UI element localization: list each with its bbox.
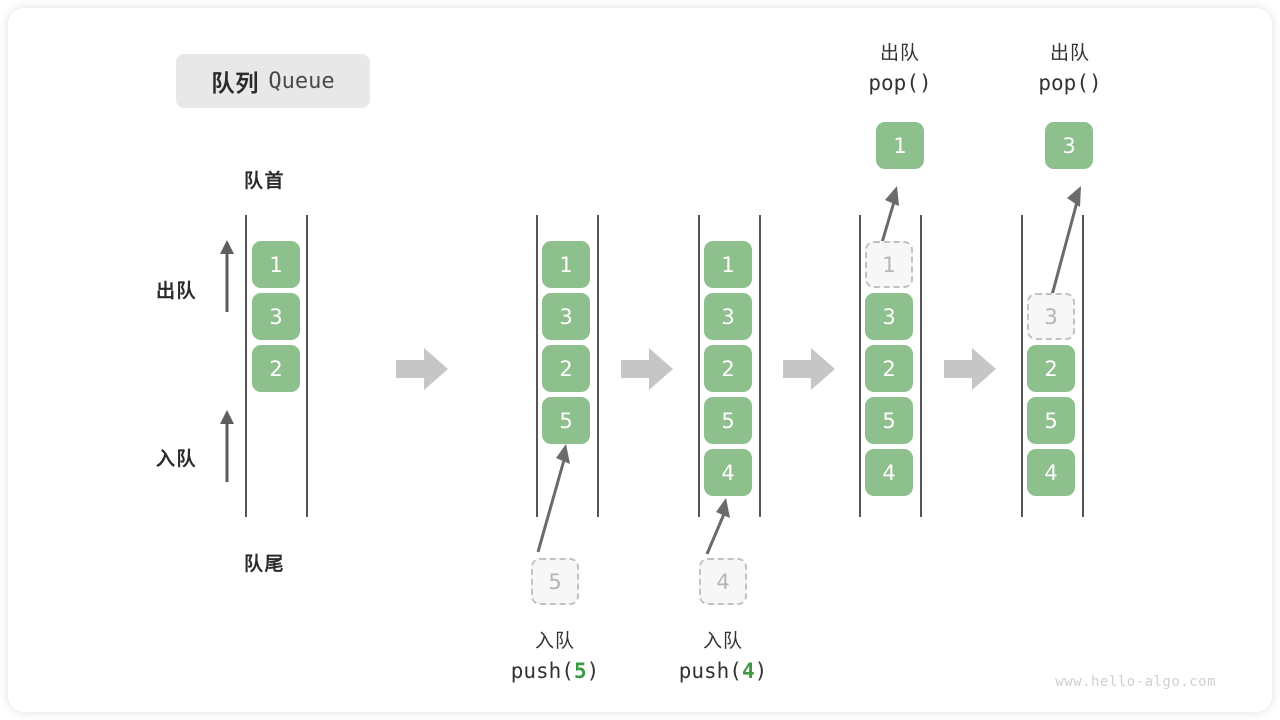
pop-3-caption: 出队 pop() xyxy=(990,40,1150,98)
title-badge: 队列 Queue xyxy=(176,54,370,108)
pop-3-caption-cn: 出队 xyxy=(1049,42,1090,64)
pop-1-caption: 出队 pop() xyxy=(820,40,980,98)
queue-rail-left xyxy=(1021,215,1023,517)
push-arrow-icon xyxy=(536,444,570,553)
queue-cell: 2 xyxy=(704,345,752,392)
title-en: Queue xyxy=(268,68,335,94)
queue-cell: 5 xyxy=(704,397,752,444)
queue-cell-ghost: 1 xyxy=(865,241,913,288)
queue-cell: 3 xyxy=(542,293,590,340)
queue-rail-right xyxy=(306,215,308,517)
tail-label: 队尾 xyxy=(244,553,286,575)
queue-cell: 1 xyxy=(542,241,590,288)
watermark: www.hello-algo.com xyxy=(1055,674,1216,690)
dequeue-direction-arrow-icon xyxy=(220,240,234,312)
incoming-cell: 4 xyxy=(699,558,747,605)
queue-cell: 2 xyxy=(252,345,300,392)
push-5-caption: 入队 push(5) xyxy=(465,628,645,686)
queue-rail-right xyxy=(597,215,599,517)
title-cn: 队列 xyxy=(211,71,260,97)
dequeue-label: 出队 xyxy=(156,280,198,302)
step-arrow-icon xyxy=(396,348,448,390)
push-5-caption-code: push(5) xyxy=(510,658,600,683)
queue-rail-right xyxy=(759,215,761,517)
queue-cell: 1 xyxy=(704,241,752,288)
push-4-caption: 入队 push(4) xyxy=(633,628,813,686)
queue-cell: 2 xyxy=(542,345,590,392)
popped-cell: 3 xyxy=(1045,122,1093,169)
queue-cell: 2 xyxy=(865,345,913,392)
pop-arrow-icon xyxy=(1046,186,1081,311)
queue-rail-left xyxy=(859,215,861,517)
push-4-caption-code: push(4) xyxy=(678,658,768,683)
head-label: 队首 xyxy=(244,170,286,192)
enqueue-direction-arrow-icon xyxy=(220,410,234,482)
queue-cell: 3 xyxy=(252,293,300,340)
queue-cell: 5 xyxy=(865,397,913,444)
enqueue-label: 入队 xyxy=(156,448,198,470)
push-4-caption-cn: 入队 xyxy=(702,630,743,652)
push-5-caption-cn: 入队 xyxy=(534,630,575,652)
queue-cell: 5 xyxy=(1027,397,1075,444)
step-arrow-icon xyxy=(621,348,673,390)
pop-1-caption-code: pop() xyxy=(868,70,932,95)
queue-rail-left xyxy=(245,215,247,517)
queue-rail-left xyxy=(698,215,700,517)
queue-cell: 4 xyxy=(865,449,913,496)
step-arrow-icon xyxy=(944,348,996,390)
pop-3-caption-code: pop() xyxy=(1038,70,1102,95)
queue-cell: 5 xyxy=(542,397,590,444)
queue-cell: 2 xyxy=(1027,345,1075,392)
queue-rail-right xyxy=(920,215,922,517)
queue-rail-right xyxy=(1082,215,1084,517)
push-arrow-icon xyxy=(705,498,730,555)
popped-cell: 1 xyxy=(876,122,924,169)
step-arrow-icon xyxy=(783,348,835,390)
pop-1-caption-cn: 出队 xyxy=(879,42,920,64)
queue-cell-ghost: 3 xyxy=(1027,293,1075,340)
queue-cell: 3 xyxy=(865,293,913,340)
diagram-card: 队列 Queue 队首 队尾 出队 入队 1 3 2 1 3 2 5 5 入队 … xyxy=(8,8,1272,712)
queue-cell: 4 xyxy=(1027,449,1075,496)
queue-cell: 4 xyxy=(704,449,752,496)
incoming-cell: 5 xyxy=(531,558,579,605)
queue-cell: 3 xyxy=(704,293,752,340)
queue-cell: 1 xyxy=(252,241,300,288)
queue-rail-left xyxy=(536,215,538,517)
